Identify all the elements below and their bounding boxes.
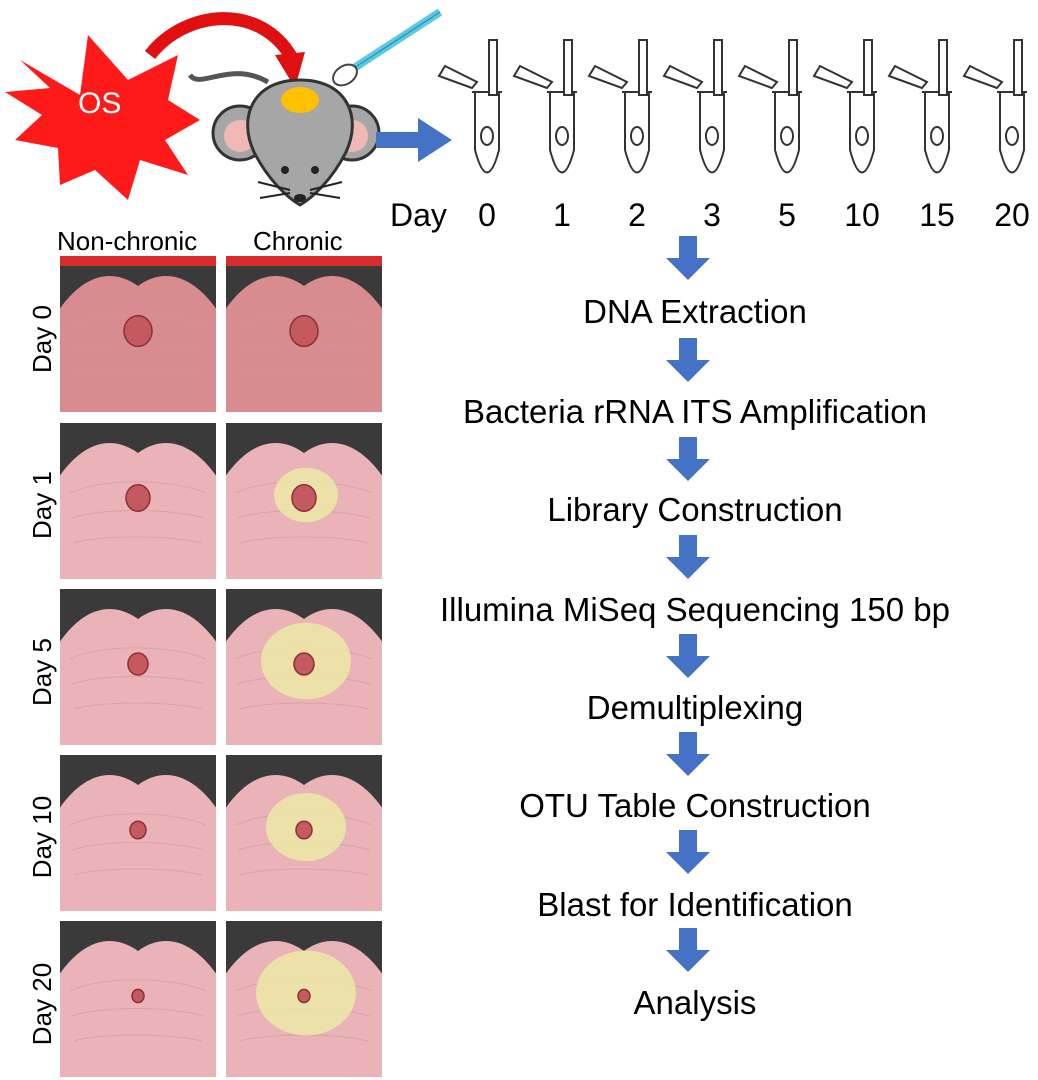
timeline-day-number: 5 (778, 197, 796, 233)
row-label-day-10: Day 10 (27, 795, 57, 879)
step-library-construction: Library Construction (547, 491, 843, 528)
row-label-day-5: Day 5 (27, 638, 57, 706)
row-label-day-20: Day 20 (27, 962, 57, 1046)
wound-photo (60, 423, 216, 579)
step-analysis: Analysis (633, 984, 757, 1021)
step-demultiplexing: Demultiplexing (586, 689, 804, 726)
row-label-day-0: Day 0 (27, 305, 57, 373)
wound-photo (226, 423, 382, 579)
column-header-chronic: Chronic (253, 226, 343, 256)
wound-photo (226, 921, 382, 1077)
mouse-icon (187, 71, 381, 207)
sample-tube-row (437, 39, 1027, 174)
timeline-day-number: 20 (994, 197, 1030, 233)
wound-photo (60, 921, 216, 1077)
flow-down-arrow-icon (666, 338, 710, 382)
flow-down-arrow-icon (666, 634, 710, 678)
day-axis-label: Day (390, 197, 447, 233)
sample-tube-icon (737, 39, 802, 174)
curved-arrow-icon (144, 12, 298, 62)
flow-down-arrow-icon (666, 236, 710, 280)
wound-photo (226, 256, 382, 412)
step-dna-extraction: DNA Extraction (583, 293, 807, 330)
os-starburst-icon (5, 35, 200, 200)
swab-icon (332, 8, 443, 87)
timeline-day-number: 3 (703, 197, 721, 233)
step-otu-table: OTU Table Construction (519, 787, 871, 824)
step-miseq-sequencing: Illumina MiSeq Sequencing 150 bp (439, 591, 950, 628)
sample-tube-icon (962, 39, 1027, 174)
flow-down-arrow-icon (666, 830, 710, 874)
sample-tube-icon (437, 39, 502, 174)
timeline-day-number: 15 (919, 197, 955, 233)
flow-down-arrow-icon (666, 437, 710, 481)
row-label-day-1: Day 1 (27, 471, 57, 539)
flow-arrow-column (666, 236, 710, 972)
sample-tube-icon (587, 39, 652, 174)
sample-tube-icon (887, 39, 952, 174)
wound-photo (226, 755, 382, 911)
wound-photo (60, 256, 216, 412)
wound-photo (226, 589, 382, 745)
wound-photo (60, 755, 216, 911)
to-samples-arrow-icon (376, 118, 452, 162)
flow-down-arrow-icon (666, 928, 710, 972)
flow-down-arrow-icon (666, 535, 710, 579)
sample-tube-icon (512, 39, 577, 174)
column-header-non-chronic: Non-chronic (57, 226, 198, 256)
timeline-day-number: 0 (478, 197, 496, 233)
timeline-day-number: 1 (553, 197, 571, 233)
sample-tube-icon (662, 39, 727, 174)
timeline-day-number: 2 (628, 197, 646, 233)
step-blast-identification: Blast for Identification (537, 886, 853, 923)
os-label: OS (78, 87, 122, 120)
step-its-amplification: Bacteria rRNA ITS Amplification (463, 393, 927, 430)
sample-tube-icon (812, 39, 877, 174)
flow-down-arrow-icon (666, 732, 710, 776)
timeline-day-number: 10 (844, 197, 880, 233)
wound-photo (60, 589, 216, 745)
